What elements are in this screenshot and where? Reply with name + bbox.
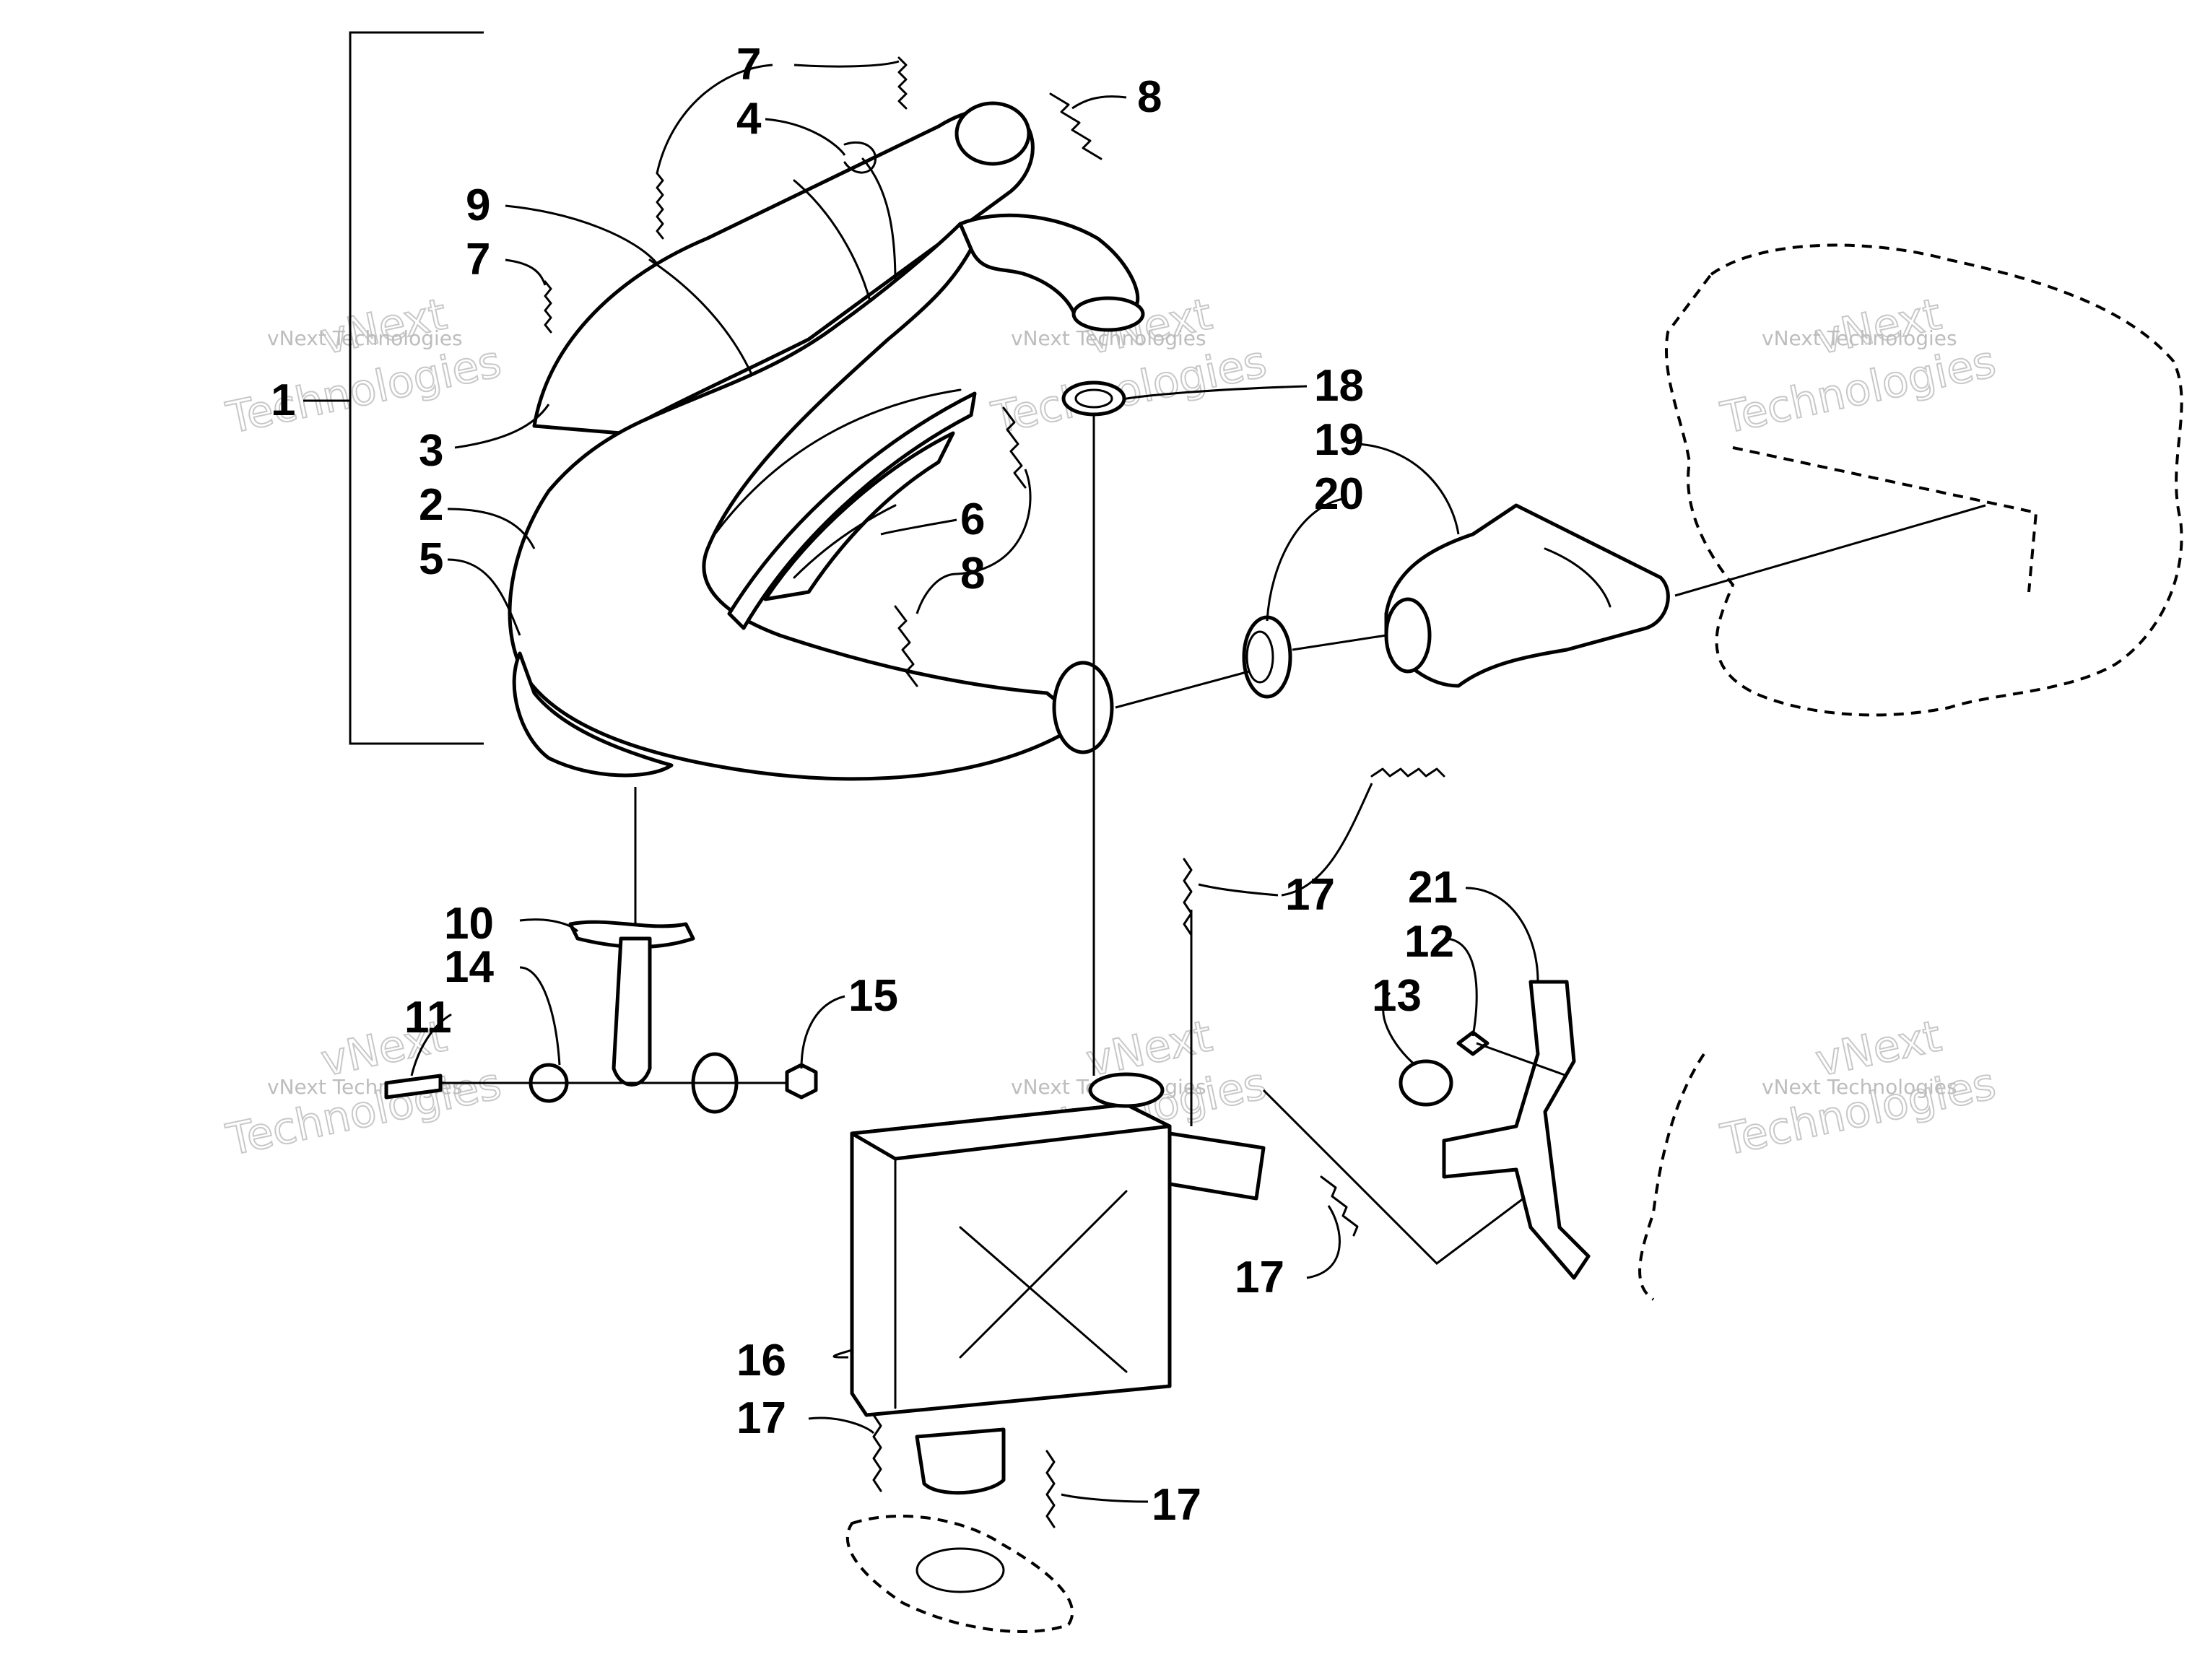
assembly-bracket [349, 31, 484, 745]
callout-3: 3 [419, 426, 443, 476]
callout-10: 10 [444, 899, 494, 949]
callout-16: 16 [736, 1336, 786, 1385]
callout-17-d: 17 [1152, 1480, 1201, 1530]
muffler [850, 1072, 1266, 1495]
callout-12: 12 [1404, 917, 1454, 967]
callout-13: 13 [1372, 971, 1422, 1021]
spring-17-lower-left [872, 1414, 882, 1492]
tailpipe-gasket-hole [916, 1547, 1005, 1593]
callout-17-c: 17 [736, 1393, 786, 1443]
callout-17-a: 17 [1285, 870, 1335, 920]
mount-bolt-11 [384, 1074, 443, 1100]
callout-18: 18 [1314, 361, 1364, 411]
callout-20: 20 [1314, 469, 1364, 519]
frame-outline [1638, 1053, 1705, 1301]
bolt-axis [1476, 1042, 1567, 1077]
callout-8: 8 [1137, 72, 1162, 122]
mount-bolt [1456, 1030, 1489, 1056]
assembly-line-header [1115, 670, 1250, 709]
callout-1: 1 [271, 375, 295, 425]
mount-strap [568, 920, 695, 949]
spring-17-upper [1183, 858, 1193, 936]
spring-17-lower-right [1045, 1450, 1056, 1528]
expansion-chamber [532, 101, 1035, 435]
spring-8-low [894, 605, 918, 687]
callout-9: 9 [466, 180, 490, 230]
callouts: 1 2 3 4 5 6 7 7 8 8 8 9 10 11 12 13 14 1… [271, 40, 1458, 1530]
nut-15 [785, 1063, 818, 1100]
mount-bracket [1442, 980, 1591, 1280]
mount-arm [612, 936, 652, 1087]
seal-ring [1242, 615, 1292, 699]
exhaust-gasket [1061, 380, 1126, 417]
watermark-small: vNext Technologies [1762, 326, 1957, 350]
callout-7: 7 [736, 40, 761, 90]
watermark-small: vNext Technologies [267, 326, 463, 350]
callout-15: 15 [848, 971, 898, 1021]
assembly-line-seal [1292, 634, 1387, 651]
callout-8b: 8 [960, 549, 985, 599]
spring-7-left [544, 280, 552, 334]
callout-11: 11 [404, 993, 452, 1043]
assembly-line-bracket [1262, 1089, 1524, 1265]
callout-17-b: 17 [1235, 1253, 1284, 1302]
assembly-line-engine [1674, 504, 1986, 597]
callout-2: 2 [419, 480, 443, 530]
callout-4: 4 [736, 94, 762, 144]
leader-lines [410, 60, 1539, 1503]
engine-outline [1664, 243, 2183, 717]
spring-7-side [656, 172, 664, 240]
callout-19: 19 [1314, 415, 1364, 465]
lower-mount [384, 787, 818, 1114]
exhaust-manifold [1384, 503, 1670, 688]
spring-group [544, 56, 1445, 1528]
spring-17-right [1320, 1175, 1359, 1237]
callout-21: 21 [1408, 863, 1458, 913]
callout-6: 6 [960, 495, 985, 544]
spring-8-top [1049, 92, 1102, 160]
tailpipe-gasket [845, 1515, 1074, 1633]
seal-ring-inner [1245, 630, 1274, 684]
grommet [1399, 1059, 1453, 1107]
callout-7b: 7 [466, 235, 490, 284]
callout-5: 5 [419, 534, 443, 584]
exhaust-gasket-inner [1074, 388, 1113, 409]
watermark-small: vNext Technologies [1762, 1075, 1957, 1099]
heat-shield [763, 431, 955, 601]
heat-shield-detail [793, 504, 897, 579]
callout-14: 14 [444, 942, 494, 992]
exhaust-pipe [508, 213, 1145, 781]
spring-8-mid [1002, 406, 1027, 489]
engine-outline-detail [1732, 446, 2038, 593]
spring-7-top [897, 56, 908, 110]
spring-17-top [1370, 767, 1445, 778]
